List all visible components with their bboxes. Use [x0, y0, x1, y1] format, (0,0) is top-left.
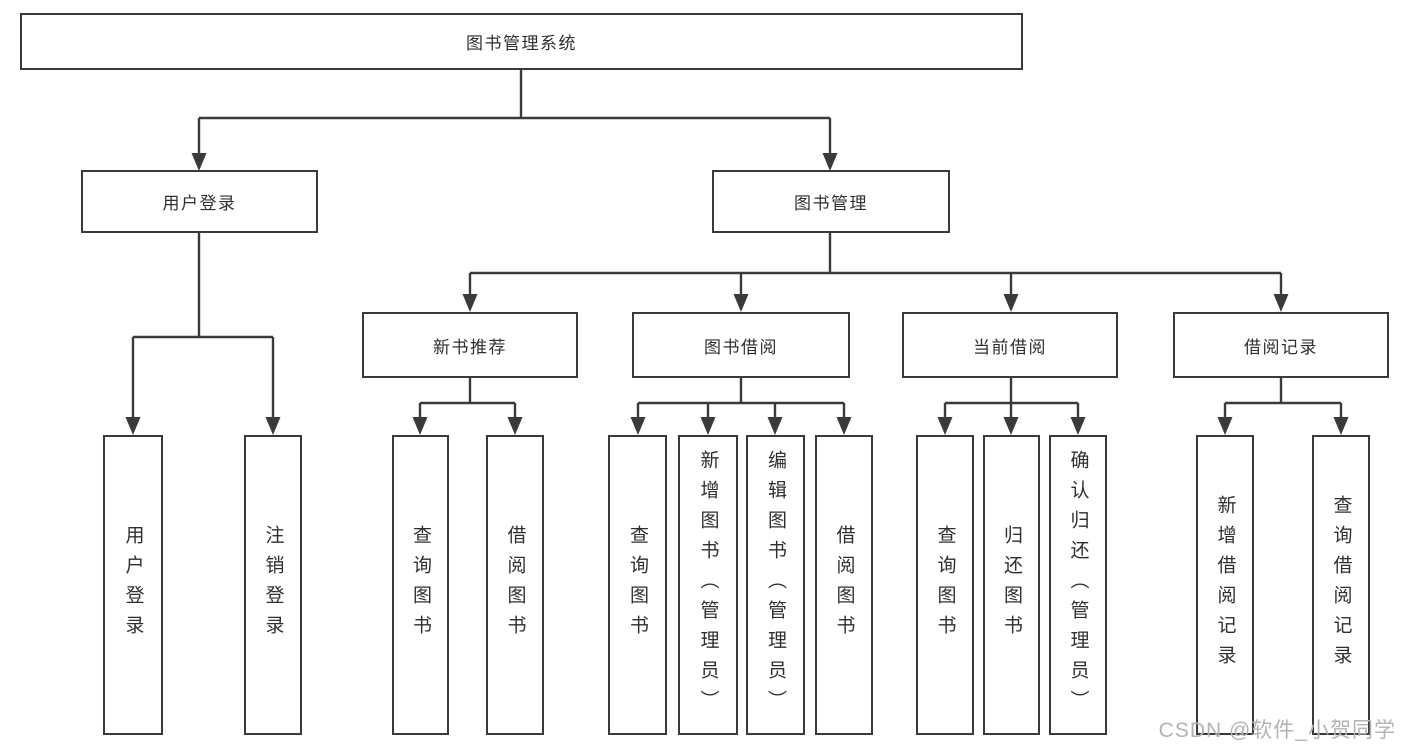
leaf-query-books-borrowing: 查询图书	[608, 435, 667, 735]
leaf-add-book-admin: 新增图书（管理员）	[678, 435, 738, 735]
node-book-borrowing: 图书借阅	[632, 312, 850, 378]
csdn-watermark: CSDN @软件_小贺同学	[1158, 719, 1396, 742]
leaf-borrow-books: 借阅图书	[815, 435, 873, 735]
leaf-query-books-recommend: 查询图书	[392, 435, 449, 735]
leaf-add-borrow-record: 新增借阅记录	[1196, 435, 1254, 735]
node-borrowing-records: 借阅记录	[1173, 312, 1389, 378]
node-current-borrowing: 当前借阅	[902, 312, 1118, 378]
leaf-logout: 注销登录	[244, 435, 302, 735]
node-user-login-branch: 用户登录	[81, 170, 318, 233]
node-book-management-branch: 图书管理	[712, 170, 950, 233]
node-new-book-recommendation: 新书推荐	[362, 312, 578, 378]
node-library-management-system: 图书管理系统	[20, 13, 1023, 70]
leaf-edit-book-admin: 编辑图书（管理员）	[746, 435, 805, 735]
leaf-borrow-books-recommend: 借阅图书	[486, 435, 544, 735]
leaf-return-books: 归还图书	[983, 435, 1040, 735]
leaf-user-login: 用户登录	[103, 435, 163, 735]
leaf-query-borrow-record: 查询借阅记录	[1312, 435, 1370, 735]
leaf-confirm-return-admin: 确认归还（管理员）	[1049, 435, 1107, 735]
leaf-query-books-current: 查询图书	[916, 435, 974, 735]
